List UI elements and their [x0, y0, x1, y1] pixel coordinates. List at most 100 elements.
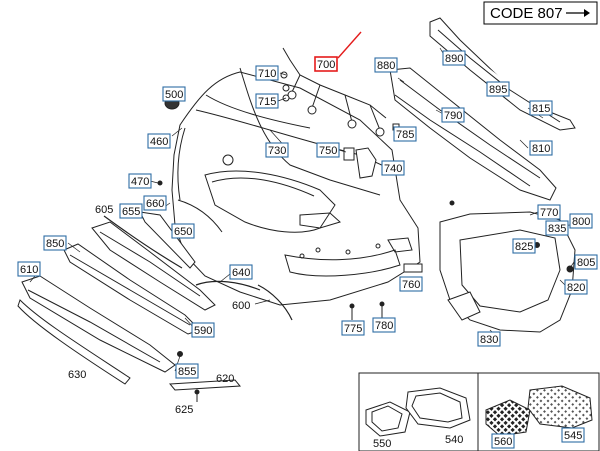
- part-label-540: 540: [445, 434, 463, 446]
- part-label-820: 820: [564, 279, 588, 295]
- arrow-right-icon: [584, 9, 590, 17]
- plate-holder-650: [139, 211, 196, 269]
- part-label-630: 630: [68, 369, 86, 381]
- part-label-790: 790: [441, 107, 465, 123]
- label-box: [545, 220, 569, 236]
- label-text: 630: [68, 369, 86, 381]
- part-label-895: 895: [486, 81, 510, 97]
- label-text: 500: [165, 89, 183, 101]
- part-label-805: 805: [574, 254, 598, 270]
- part-label-655: 655: [119, 203, 143, 219]
- part-label-660: 660: [143, 195, 167, 211]
- label-box: [143, 195, 167, 211]
- label-text: 550: [373, 438, 391, 450]
- part-label-715: 715: [255, 93, 279, 109]
- sensor-760: [403, 263, 423, 273]
- label-text: 715: [258, 96, 276, 108]
- highlight-leader: [337, 31, 362, 59]
- label-box: [255, 65, 279, 81]
- label-box: [529, 100, 553, 116]
- part-label-880: 880: [374, 57, 398, 73]
- lower-lip-610: [21, 275, 176, 373]
- label-box: [477, 331, 501, 347]
- label-text: 780: [375, 320, 393, 332]
- wiring-harness: [282, 47, 387, 137]
- label-text: 890: [445, 53, 463, 65]
- part-label-640: 640: [229, 264, 253, 280]
- module-750: [343, 147, 355, 161]
- label-text: 820: [567, 282, 585, 294]
- label-box: [381, 160, 405, 176]
- part-label-760: 760: [399, 276, 423, 292]
- label-box: [191, 322, 215, 338]
- label-text: 540: [445, 434, 463, 446]
- part-label-710: 710: [255, 65, 279, 81]
- label-text: 655: [122, 206, 140, 218]
- label-text: 895: [489, 84, 507, 96]
- label-text: 810: [532, 143, 550, 155]
- label-text: 855: [178, 366, 196, 378]
- label-box: [561, 427, 585, 443]
- label-box: [341, 320, 365, 336]
- label-text: 790: [444, 110, 462, 122]
- label-box: [393, 126, 417, 142]
- code-banner-box: CODE 807: [483, 1, 598, 25]
- part-label-620: 620: [216, 373, 234, 385]
- label-text: 590: [194, 325, 212, 337]
- trim-strip-630: [17, 299, 131, 385]
- part-label-890: 890: [442, 50, 466, 66]
- label-box: [314, 56, 338, 72]
- label-box: [574, 254, 598, 270]
- part-label-610: 610: [17, 261, 41, 277]
- part-label-600: 600: [232, 300, 250, 312]
- part-label-545: 545: [561, 427, 585, 443]
- part-label-855: 855: [175, 363, 199, 379]
- label-box: [316, 142, 340, 158]
- strip-605: [103, 215, 183, 269]
- label-text: 545: [564, 430, 582, 442]
- label-text: 650: [174, 226, 192, 238]
- label-box: [17, 261, 41, 277]
- part-label-775: 775: [341, 320, 365, 336]
- bumper-cover: [171, 71, 421, 306]
- label-box: [162, 86, 186, 102]
- label-text: 640: [232, 267, 250, 279]
- part-label-785: 785: [393, 126, 417, 142]
- label-text: 800: [572, 216, 590, 228]
- label-box: [569, 213, 593, 229]
- label-box: [229, 264, 253, 280]
- label-box: [119, 203, 143, 219]
- label-text: 805: [577, 257, 595, 269]
- label-box: [491, 433, 515, 449]
- label-box: [255, 93, 279, 109]
- part-label-500: 500: [162, 86, 186, 102]
- label-text: 825: [515, 241, 533, 253]
- label-box: [441, 107, 465, 123]
- label-box: [486, 81, 510, 97]
- label-text: 835: [548, 223, 566, 235]
- label-text: 700: [317, 59, 335, 71]
- label-text: 460: [150, 136, 168, 148]
- side-trim: [177, 127, 186, 201]
- label-box: [175, 363, 199, 379]
- label-box: [128, 173, 152, 189]
- inset-panel: [358, 372, 600, 451]
- part-label-800: 800: [569, 213, 593, 229]
- label-text: 750: [319, 145, 337, 157]
- label-box: [529, 140, 553, 156]
- part-label-815: 815: [529, 100, 553, 116]
- label-text: 620: [216, 373, 234, 385]
- label-text: 605: [95, 204, 113, 216]
- label-box: [43, 235, 67, 251]
- label-box: [564, 279, 588, 295]
- part-label-590: 590: [191, 322, 215, 338]
- part-label-750: 750: [316, 142, 340, 158]
- code-banner-text: CODE 807: [490, 5, 563, 22]
- label-box: [537, 204, 561, 220]
- part-label-835: 835: [545, 220, 569, 236]
- label-text: 775: [344, 323, 362, 335]
- label-box: [372, 317, 396, 333]
- grille-mesh-560: [485, 399, 531, 437]
